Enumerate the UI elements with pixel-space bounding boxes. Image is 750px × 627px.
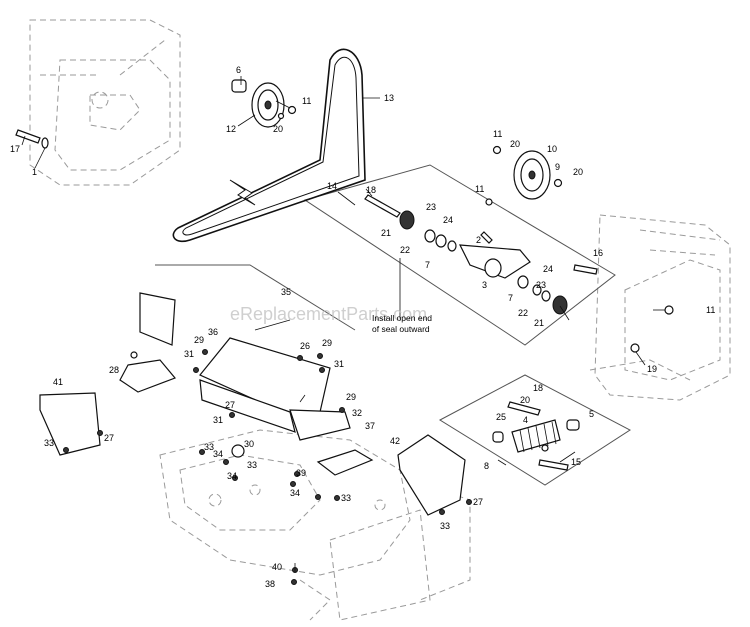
callout-29: 29 bbox=[194, 335, 204, 345]
callout-34: 34 bbox=[227, 471, 237, 481]
callout-14: 14 bbox=[327, 181, 337, 191]
callout-33: 33 bbox=[247, 460, 257, 470]
idler-assembly-panel bbox=[438, 374, 631, 486]
callout-33: 33 bbox=[341, 493, 351, 503]
callout-20: 20 bbox=[520, 395, 530, 405]
callout-29: 29 bbox=[346, 392, 356, 402]
callout-7: 7 bbox=[425, 260, 430, 270]
callout-15: 15 bbox=[571, 457, 581, 467]
callout-3: 3 bbox=[482, 280, 487, 290]
callout-22: 22 bbox=[400, 245, 410, 255]
callout-11: 11 bbox=[475, 184, 484, 194]
callout-6: 6 bbox=[236, 65, 241, 75]
callout-17: 17 bbox=[10, 144, 20, 154]
callout-24: 24 bbox=[443, 215, 453, 225]
callout-26: 26 bbox=[300, 341, 310, 351]
callout-33: 33 bbox=[204, 442, 214, 452]
bracket-group-panel bbox=[155, 264, 356, 331]
callout-16: 16 bbox=[593, 248, 603, 258]
callout-2: 2 bbox=[476, 235, 481, 245]
callout-28: 28 bbox=[109, 365, 119, 375]
callout-39: 39 bbox=[296, 468, 306, 478]
callout-32: 32 bbox=[352, 408, 362, 418]
callout-35: 35 bbox=[281, 287, 291, 297]
callout-37: 37 bbox=[365, 421, 375, 431]
callout-24: 24 bbox=[543, 264, 553, 274]
callout-31: 31 bbox=[213, 415, 223, 425]
callout-7: 7 bbox=[508, 293, 513, 303]
callout-27: 27 bbox=[473, 497, 483, 507]
callout-20: 20 bbox=[510, 139, 520, 149]
callout-41: 41 bbox=[53, 377, 63, 387]
pulley-assembly-panel bbox=[303, 164, 616, 346]
callout-38: 38 bbox=[265, 579, 275, 589]
callout-11: 11 bbox=[706, 305, 715, 315]
frame-right bbox=[589, 214, 731, 401]
callout-23: 23 bbox=[536, 280, 546, 290]
callout-42: 42 bbox=[390, 436, 400, 446]
callout-21: 21 bbox=[534, 318, 544, 328]
bolt-17 bbox=[15, 129, 49, 149]
idler-spring-assembly bbox=[492, 401, 580, 471]
callout-27: 27 bbox=[225, 400, 235, 410]
callouts: 1 17 6 11 12 20 13 11 20 10 9 20 11 14 1… bbox=[10, 65, 715, 589]
callout-30: 30 bbox=[244, 439, 254, 449]
callout-18: 18 bbox=[366, 185, 376, 195]
callout-9: 9 bbox=[555, 162, 560, 172]
callout-36: 36 bbox=[208, 327, 218, 337]
drive-belt bbox=[172, 48, 366, 243]
callout-22: 22 bbox=[518, 308, 528, 318]
callout-20: 20 bbox=[273, 124, 283, 134]
bracket-plates bbox=[39, 292, 466, 516]
frame-top-left bbox=[29, 19, 181, 186]
pivot-arm-assembly bbox=[364, 194, 598, 315]
callout-29: 29 bbox=[322, 338, 332, 348]
callout-20: 20 bbox=[573, 167, 583, 177]
drive-pulley-left bbox=[231, 79, 297, 128]
callout-11: 11 bbox=[493, 129, 502, 139]
callout-5: 5 bbox=[589, 409, 594, 419]
callout-4: 4 bbox=[523, 415, 528, 425]
callout-12: 12 bbox=[226, 124, 236, 134]
callout-1: 1 bbox=[32, 167, 37, 177]
callout-31: 31 bbox=[334, 359, 344, 369]
callout-23: 23 bbox=[426, 202, 436, 212]
idler-pulley-right bbox=[485, 145, 563, 206]
callout-40: 40 bbox=[272, 562, 282, 572]
callout-33: 33 bbox=[44, 438, 54, 448]
callout-11: 11 bbox=[302, 96, 311, 106]
callout-10: 10 bbox=[547, 144, 557, 154]
callout-13: 13 bbox=[384, 93, 394, 103]
callout-27: 27 bbox=[104, 433, 114, 443]
seal-install-note-line2: of seal outward bbox=[372, 324, 430, 334]
callout-8: 8 bbox=[484, 461, 489, 471]
callout-21: 21 bbox=[381, 228, 391, 238]
seal-install-note-line1: Install open end bbox=[372, 313, 432, 323]
leader-lines bbox=[21, 76, 665, 572]
callout-34: 34 bbox=[213, 449, 223, 459]
callout-19: 19 bbox=[647, 364, 657, 374]
watermark: eReplacementParts.com bbox=[230, 304, 427, 324]
frame-hardware-right bbox=[630, 305, 674, 353]
callout-18: 18 bbox=[533, 383, 543, 393]
callout-33: 33 bbox=[440, 521, 450, 531]
callout-25: 25 bbox=[496, 412, 506, 422]
callout-34: 34 bbox=[290, 488, 300, 498]
callout-31: 31 bbox=[184, 349, 194, 359]
